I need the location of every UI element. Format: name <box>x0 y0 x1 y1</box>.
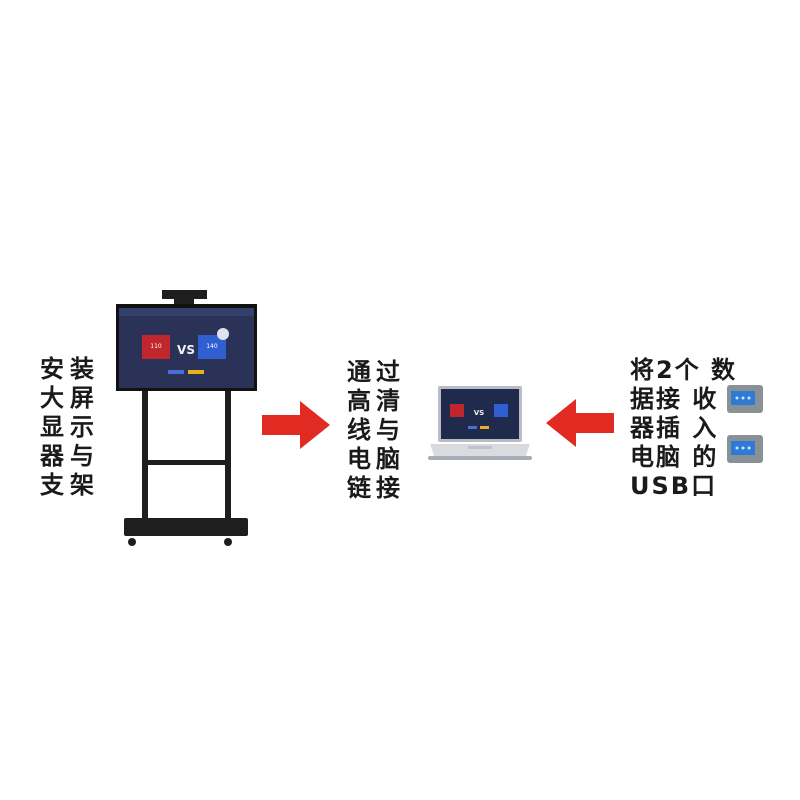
svg-text:VS: VS <box>474 409 484 417</box>
stand-vs-text: VS <box>177 343 195 357</box>
stand-red-card-value: 110 <box>150 343 162 350</box>
display-stand-illustration: 110 VS 140 <box>116 290 257 546</box>
receiver-label-line-4: 电脑 的 <box>630 443 719 471</box>
receiver-label-line-1: 将2个 数 <box>630 356 738 384</box>
receiver-label-line-3: 器插 入 <box>630 414 719 442</box>
receiver-label-line-2: 据接 收 <box>630 385 719 413</box>
arrow-right-icon <box>262 401 330 449</box>
stand-blue-card-value: 140 <box>206 343 218 350</box>
stand-screen <box>119 308 254 388</box>
laptop-label-right-column: 过清与脑接 <box>376 358 400 502</box>
display-stand-label-right-column: 装屏示与架 <box>70 355 94 499</box>
laptop-label-left-column: 通高线电链 <box>347 358 371 502</box>
receiver-device-icon <box>727 435 763 463</box>
display-stand-label-left-column: 安大显器支 <box>40 355 64 499</box>
laptop-illustration: VS <box>428 386 532 460</box>
receiver-device-icon <box>727 385 763 413</box>
stand-red-card <box>142 335 170 359</box>
receiver-label-line-5: USB口 <box>630 472 718 500</box>
arrow-left-icon <box>546 399 614 447</box>
